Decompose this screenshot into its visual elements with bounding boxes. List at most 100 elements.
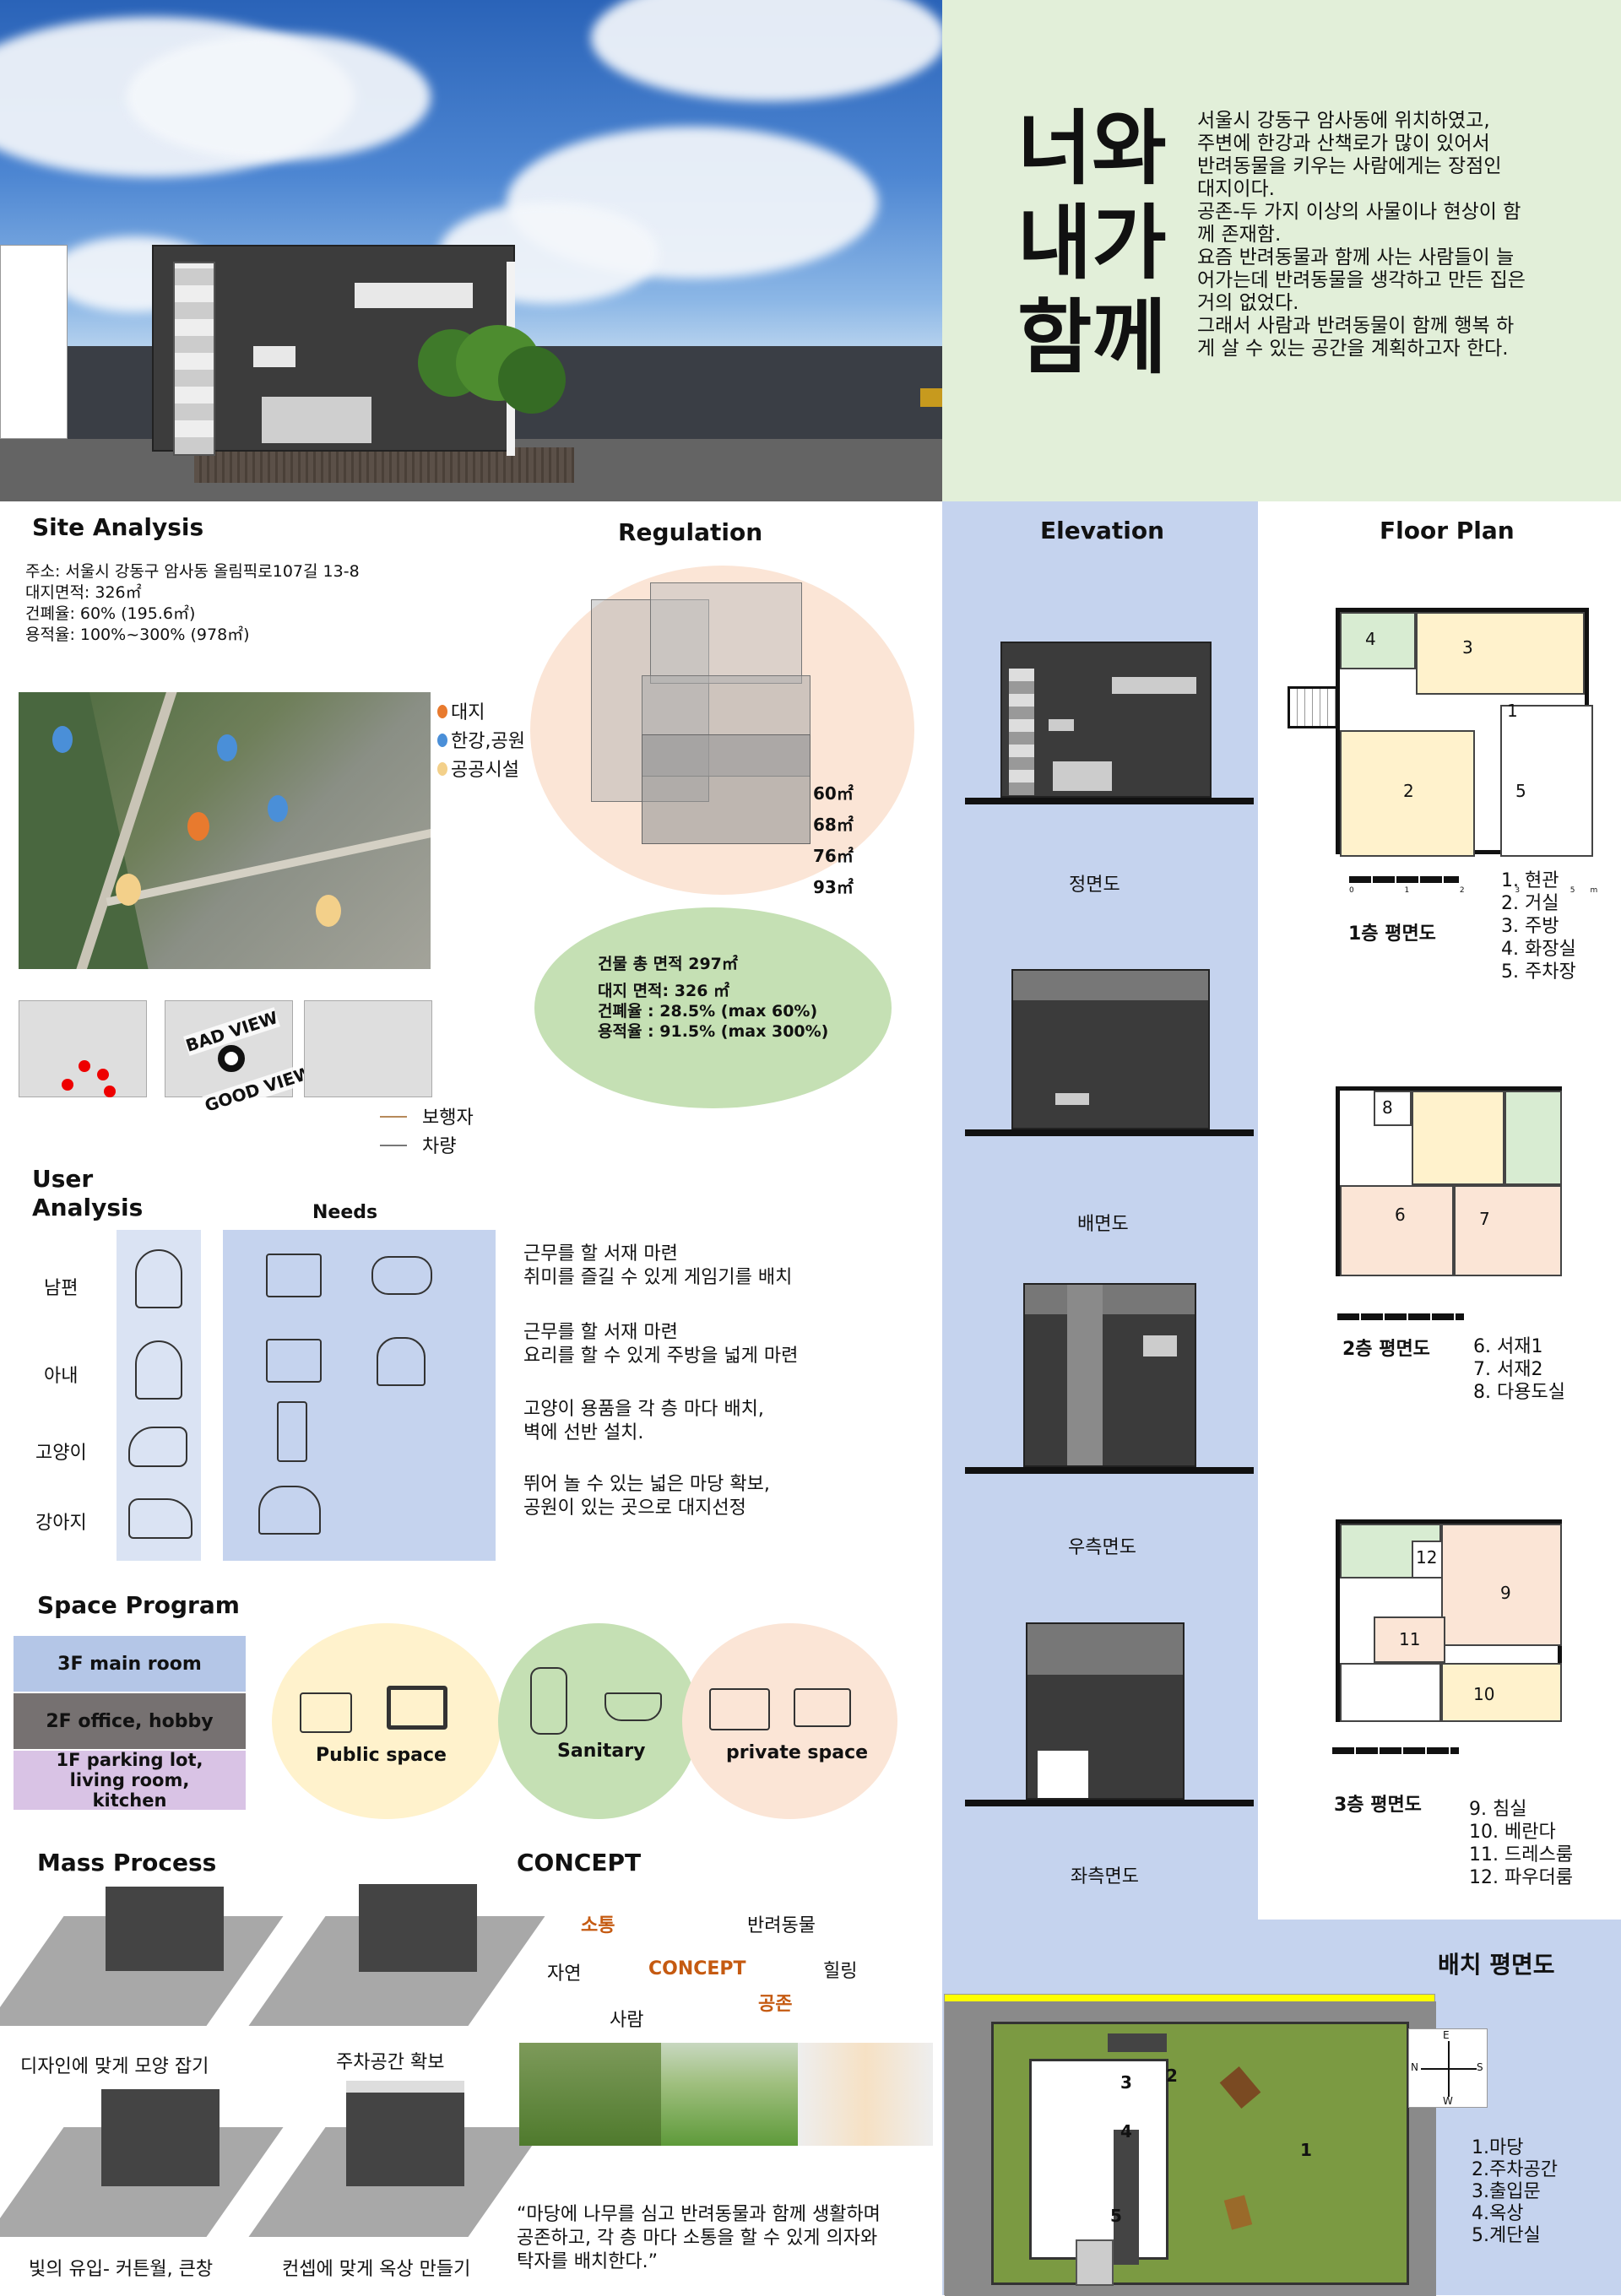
park-marker	[52, 726, 73, 753]
park-marker	[268, 795, 288, 822]
chef-hat-icon	[377, 1337, 426, 1386]
summary-ellipse	[534, 907, 892, 1108]
scale-bar	[1337, 1313, 1464, 1320]
concept-word-healing: 힐링	[823, 1961, 858, 1982]
mass-step-4-block	[346, 2081, 464, 2186]
floor-1-label: 1층 평면도	[1348, 923, 1436, 945]
space-program-heading: Space Program	[37, 1591, 240, 1619]
front-elevation	[1000, 642, 1212, 798]
hero-render	[0, 0, 942, 501]
cat-tower-icon	[277, 1401, 307, 1462]
gamepad-icon	[371, 1256, 432, 1295]
nature-photo	[661, 2043, 798, 2146]
mass-step-1-block	[106, 1887, 224, 1971]
concept-word-center: CONCEPT	[648, 1958, 746, 1979]
desk-icon	[709, 1688, 770, 1730]
ground-line	[965, 798, 1254, 804]
regulation-summary: 대지 면적: 326 ㎡ 건폐율 : 28.5% (max 60%) 용적율 :…	[598, 982, 829, 1041]
desk-icon	[266, 1254, 322, 1297]
public-marker	[316, 895, 341, 927]
need-wife: 근무를 할 서재 마련 요리를 할 수 있게 주방을 넓게 마련	[523, 1322, 799, 1367]
private-space-circle	[682, 1623, 897, 1819]
massing-wireframe	[574, 582, 827, 853]
mass-step-1-label: 디자인에 맞게 모양 잡기	[20, 2056, 209, 2077]
ground-line	[965, 1467, 1254, 1474]
toilet-icon	[530, 1667, 567, 1735]
concept-word-communication: 소통	[581, 1915, 615, 1936]
floor-1f-box: 1F parking lot, living room, kitchen	[14, 1750, 246, 1811]
floor-2f-box: 2F office, hobby	[14, 1693, 246, 1749]
scale-bar	[1349, 876, 1459, 883]
mass-step-3-label: 빛의 유입- 커튼월, 큰창	[29, 2259, 214, 2280]
floor-areas: 60㎡ 68㎡ 76㎡ 93㎡	[813, 783, 854, 897]
bed-icon	[794, 1688, 851, 1727]
concept-word-pets: 반려동물	[747, 1915, 816, 1936]
user-dog: 강아지	[35, 1513, 87, 1534]
title-line-2: 내가	[1017, 196, 1167, 290]
user-wife: 아내	[44, 1366, 79, 1387]
sanitary-circle	[498, 1623, 699, 1819]
woman-icon	[135, 1340, 182, 1400]
traffic-legend: 보행자 차량	[422, 1107, 474, 1157]
floor-plan-heading: Floor Plan	[1380, 517, 1515, 544]
aerial-map	[19, 692, 431, 969]
rear-elevation-label: 배면도	[1077, 1214, 1129, 1235]
private-space-label: private space	[726, 1742, 869, 1763]
legend-site: 대지	[437, 699, 525, 728]
concept-word-nature: 자연	[547, 1963, 582, 1985]
need-dog: 뛰어 놀 수 있는 넓은 마당 확보, 공원이 있는 곳으로 대지선정	[523, 1474, 770, 1519]
compass-icon: E N S W	[1408, 2028, 1488, 2108]
house-footprint	[1029, 2059, 1168, 2260]
pet-photo	[519, 2043, 661, 2146]
floor-3-rooms: 9. 침실 10. 베란다 11. 드레스룸 12. 파우더룸	[1469, 1799, 1573, 1888]
floor-3-plan: 12 9 11 10	[1336, 1519, 1562, 1722]
people-photo	[798, 2043, 933, 2146]
parking-area	[1114, 2130, 1139, 2265]
concept-word-coexistence: 공존	[758, 1994, 793, 2015]
park-icon	[258, 1486, 321, 1535]
concept-word-people: 사람	[610, 2010, 644, 2031]
mass-step-3-block	[101, 2089, 220, 2186]
need-cat: 고양이 용품을 각 층 마다 배치, 벽에 선반 설치.	[523, 1399, 764, 1443]
floor-2-label: 2층 평면도	[1342, 1339, 1430, 1360]
traffic-map-1	[19, 1000, 147, 1097]
stair	[1288, 686, 1338, 728]
floor-2-rooms: 6. 서재1 7. 서재2 8. 다용도실	[1473, 1336, 1565, 1403]
regulation-heading: Regulation	[618, 518, 763, 546]
floor-1-plan: 4 3 1 2 5	[1336, 608, 1593, 857]
dog-icon	[128, 1498, 192, 1539]
intro-text: 서울시 강동구 암사동에 위치하였고, 주변에 한강과 산책로가 많이 있어서 …	[1197, 110, 1526, 360]
front-elevation-label: 정면도	[1069, 875, 1120, 896]
right-elevation-label: 우측면도	[1068, 1537, 1136, 1558]
desk-icon	[266, 1339, 322, 1383]
scale-bar	[1332, 1747, 1459, 1754]
bathtub-icon	[604, 1692, 662, 1721]
user-husband: 남편	[44, 1278, 79, 1299]
dining-icon	[300, 1692, 352, 1733]
title-line-1: 너와	[1017, 101, 1167, 196]
ground-line	[965, 1800, 1254, 1806]
concept-quote: “마당에 나무를 심고 반려동물과 함께 생활하며 공존하고, 각 층 마다 소…	[517, 2204, 881, 2272]
tv-icon	[387, 1686, 447, 1730]
site-analysis-heading: Site Analysis	[32, 513, 204, 541]
site-plan-legend: 1.마당 2.주차공간 3.출입문 4.옥상 5.계단실	[1472, 2137, 1558, 2246]
man-icon	[135, 1249, 182, 1308]
mass-step-2-block	[359, 1884, 477, 1972]
cat-icon	[128, 1427, 187, 1467]
floor-3f-box: 3F main room	[14, 1636, 246, 1692]
rear-elevation	[1011, 969, 1210, 1129]
site-marker	[187, 812, 209, 841]
left-elevation-label: 좌측면도	[1071, 1866, 1139, 1887]
site-info: 주소: 서울시 강동구 암사동 올림픽로107길 13-8 대지면적: 326㎡…	[25, 562, 360, 644]
right-elevation	[1023, 1283, 1196, 1467]
floor-3-label: 3층 평면도	[1334, 1795, 1422, 1816]
needs-heading: Needs	[312, 1202, 378, 1223]
total-area: 건물 총 면적 297㎡	[598, 955, 738, 973]
scale-ticks: 0 1 2 3 5m	[1349, 886, 1613, 895]
park-marker	[217, 734, 237, 761]
site-plan-heading: 배치 평면도	[1438, 1951, 1555, 1979]
mass-process-heading: Mass Process	[37, 1849, 217, 1876]
public-space-label: Public space	[316, 1745, 447, 1766]
stair-core	[1076, 2239, 1114, 2286]
legend-public: 공공시설	[437, 756, 525, 785]
